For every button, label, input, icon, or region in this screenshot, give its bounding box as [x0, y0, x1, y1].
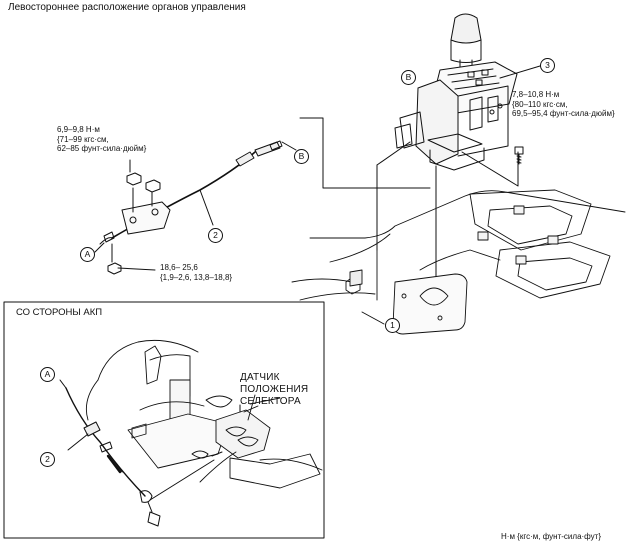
sensor-line: ДАТЧИК [240, 372, 280, 383]
torque-spec-cable-nut: 18,6– 25,6 {1,9–2,6, 13,8–18,8} [160, 263, 232, 282]
torque-line: 7,8–10,8 Н·м [512, 90, 560, 99]
selector-sensor-label: ДАТЧИК ПОЛОЖЕНИЯ СЕЛЕКТОРА [240, 372, 308, 408]
torque-line: {71–99 кгс·см, [57, 134, 109, 144]
callout-2-upper: 2 [208, 228, 223, 243]
shift-cable-upper [94, 140, 297, 275]
torque-line: 62–85 фунт-сила·дюйм} [57, 144, 147, 153]
transmission-side-detail [85, 339, 323, 489]
callout-2-lower: 2 [40, 452, 55, 467]
sensor-line: ПОЛОЖЕНИЯ [240, 384, 309, 395]
callout-b-cable: B [294, 149, 309, 164]
torque-line: 6,9–9,8 Н·м [57, 125, 100, 134]
floor-panel [291, 189, 626, 335]
callout-b-lever: B [401, 70, 416, 85]
callout-a-lower: A [40, 367, 55, 382]
route-line [299, 117, 431, 189]
callout-a-upper: A [80, 247, 95, 262]
torque-spec-lever-bolts: 7,8–10,8 Н·м {80–110 кгс·см, 69,5–95,4 ф… [512, 90, 615, 119]
diagram-title: Левостороннее расположение органов управ… [8, 2, 246, 13]
shift-cable-lower [59, 379, 223, 527]
torque-line: {80–110 кгс·см, [512, 99, 568, 109]
units-note: Н·м {кгс·м, фунт-сила·фут} [501, 532, 602, 541]
inset-section-title: СО СТОРОНЫ АКП [16, 307, 103, 318]
torque-line: 69,5–95,4 фунт-сила·дюйм} [512, 109, 615, 118]
callout-3: 3 [540, 58, 555, 73]
inset-frame [3, 301, 325, 539]
torque-spec-bracket-nuts: 6,9–9,8 Н·м {71–99 кгс·см, 62–85 фунт-си… [57, 125, 146, 154]
torque-line: {1,9–2,6, 13,8–18,8} [160, 272, 233, 282]
torque-line: 18,6– 25,6 [160, 263, 198, 272]
sensor-line: СЕЛЕКТОРА [240, 396, 301, 407]
selector-lever-assembly [376, 13, 541, 312]
callout-1: 1 [385, 318, 400, 333]
